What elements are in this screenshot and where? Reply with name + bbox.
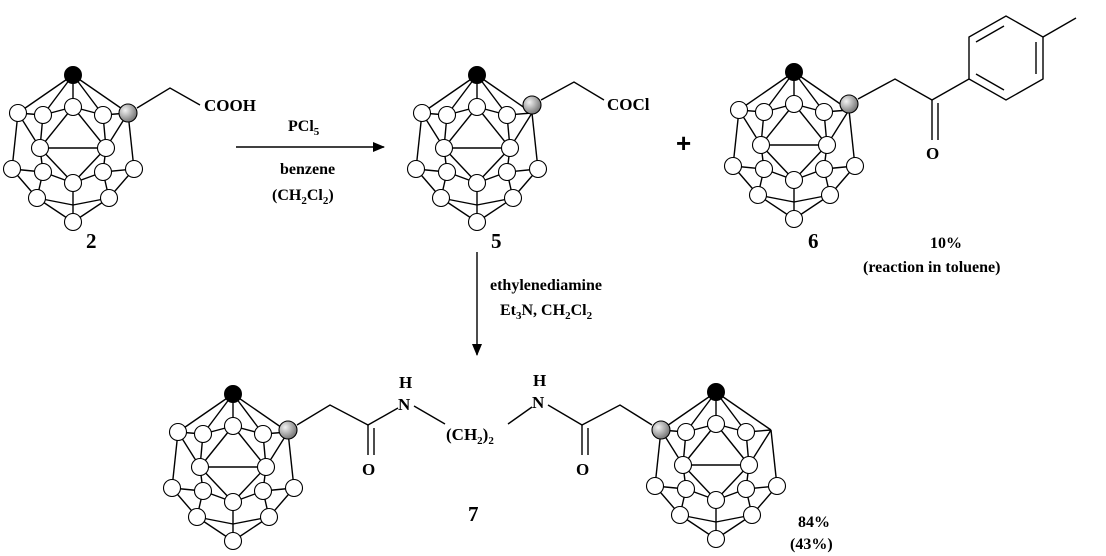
amide-oxygen-left: O [362, 460, 375, 479]
reagent-ethylenediamine: ethylenediamine [490, 277, 602, 294]
compound-6-structure: O [723, 15, 1077, 229]
amide-nitrogen-left: N [398, 395, 411, 414]
compound-7-yield-alt: (43%) [790, 536, 833, 553]
cage-carbon-7-right [651, 420, 671, 440]
amide-nitrogen-right: N [532, 393, 545, 412]
cage-carbon-6 [839, 94, 859, 114]
cage-carbon-7-left [278, 420, 298, 440]
reagent-base-solvent: Et3N, CH2Cl2 [500, 302, 593, 322]
cage-carbon-5 [522, 95, 542, 115]
plus-sign: + [676, 128, 691, 158]
amide-hydrogen-left: H [399, 373, 412, 392]
compound-7-yield: 84% [798, 514, 830, 531]
solvent-benzene: benzene [280, 161, 335, 178]
amide-oxygen-right: O [576, 460, 589, 479]
methyl-bond [1042, 17, 1077, 38]
reagent-pcl5: PCl5 [288, 118, 320, 138]
compound-7-structure: O N H (CH2)2 N H O [162, 371, 787, 551]
cage-carbon-2 [118, 103, 138, 123]
cooh-group: COOH [204, 96, 256, 115]
carbonyl-oxygen-6: O [926, 144, 939, 163]
compound-6-yield: 10% [930, 235, 962, 252]
cocl-group: COCl [607, 95, 650, 114]
compound-5-structure: COCl [406, 65, 650, 232]
ethylene-linker: (CH2)2 [446, 425, 494, 447]
amide-hydrogen-right: H [533, 371, 546, 390]
compound-6-note: (reaction in toluene) [863, 259, 1000, 276]
solvent-dichloromethane: (CH2Cl2) [272, 187, 334, 207]
compound-2-structure: COOH [2, 65, 256, 232]
tolyl-ring [968, 15, 1044, 101]
compound-2-label: 2 [86, 229, 97, 253]
compound-6-label: 6 [808, 229, 819, 253]
compound-7-label: 7 [468, 502, 479, 526]
compound-5-label: 5 [491, 229, 502, 253]
